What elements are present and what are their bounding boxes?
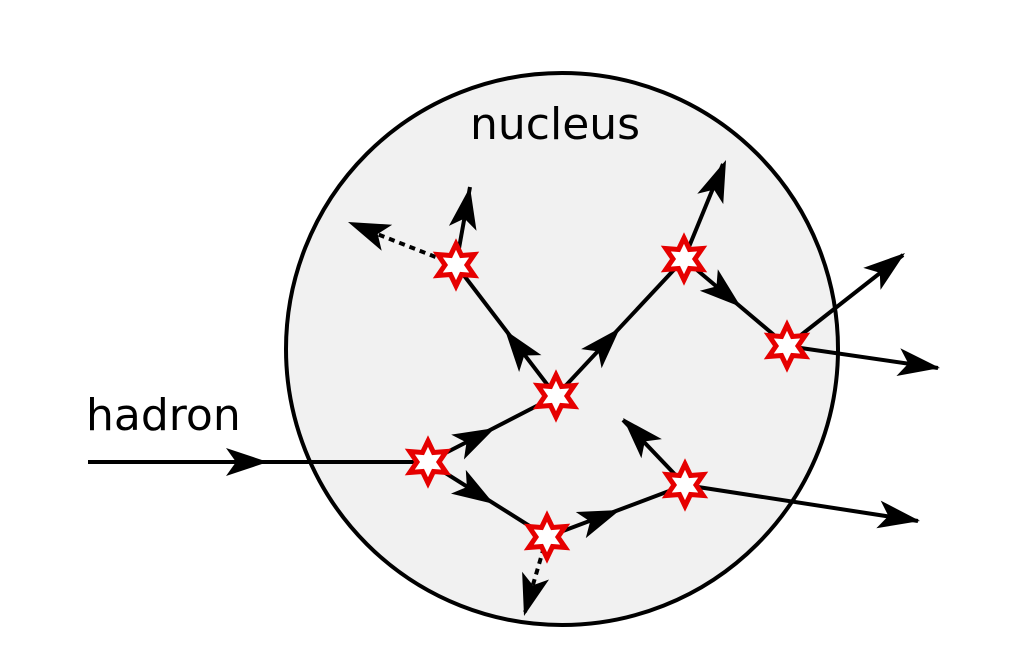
- interaction-star-icon: [660, 232, 708, 286]
- arrowhead-v3-v7: [575, 510, 620, 539]
- interaction-star-icon: [532, 369, 580, 423]
- arrowhead-v5-v6: [699, 269, 741, 307]
- track-v2-v5: [554, 257, 686, 398]
- hadron-label: hadron: [86, 390, 241, 441]
- arrowhead-v6-upright: [863, 253, 905, 290]
- arrowhead-dashed-left: [348, 222, 393, 251]
- track-v2-v4: [454, 263, 558, 398]
- interaction-star-icon: [432, 238, 480, 292]
- arrowhead-v7-right: [876, 500, 920, 529]
- track-v7-right: [684, 483, 919, 523]
- arrowhead-dashed-down: [522, 571, 550, 616]
- interaction-star-icon: [523, 510, 571, 564]
- arrowhead-v5-up: [697, 160, 726, 205]
- arrowhead-incoming: [226, 448, 268, 476]
- arrowhead-v1-v3: [450, 469, 494, 504]
- interaction-star-icon: [763, 319, 811, 373]
- arrowhead-v6-right: [896, 348, 940, 377]
- nucleus-label: nucleus: [470, 99, 640, 150]
- arrowhead-v1-v2: [451, 428, 495, 460]
- interaction-vertices: [404, 232, 811, 564]
- arrowhead-v2-v4: [505, 330, 542, 372]
- interaction-star-icon: [661, 458, 709, 512]
- direction-arrows: [226, 160, 940, 616]
- interaction-star-icon: [404, 435, 452, 489]
- arrowhead-v2-v5: [581, 328, 620, 369]
- arrowhead-v4-up: [448, 187, 477, 231]
- arrowhead-v7-upleft: [623, 418, 662, 459]
